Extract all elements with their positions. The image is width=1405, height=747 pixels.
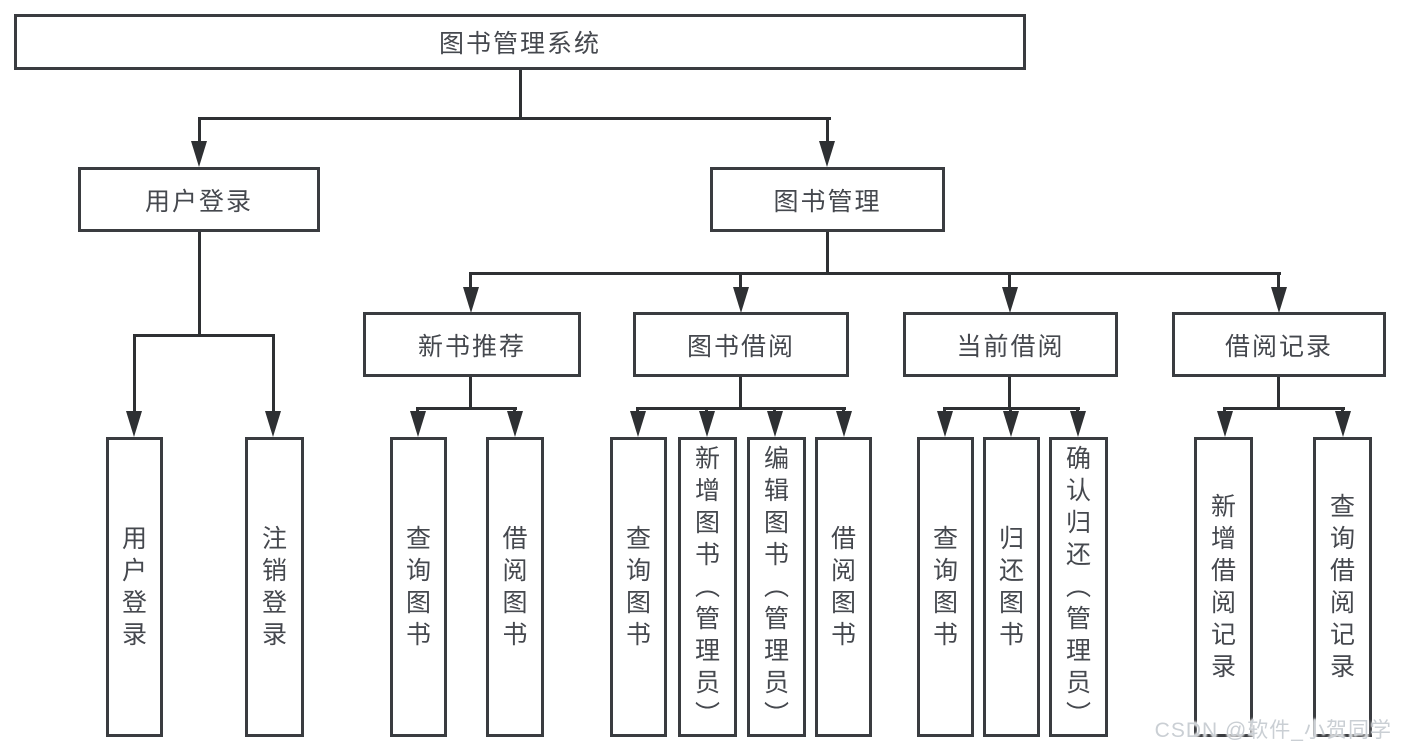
- leaf-br-add-record: 新 增 借 阅 记 录: [1194, 437, 1253, 737]
- leaf-bb-add-book-label: 新 增 图 书 ︵ 管 理 员 ︶: [694, 445, 720, 729]
- leaf-cb-return-book: 归 还 图 书: [983, 437, 1040, 737]
- arrow-to-borrow-record: [1271, 287, 1287, 313]
- arrow-to-br-add: [1217, 411, 1233, 437]
- node-root: 图书管理系统: [14, 14, 1026, 70]
- leaf-cb-confirm-return-label: 确 认 归 还 ︵ 管 理 员 ︶: [1065, 445, 1091, 729]
- connector-nbr-horizontal: [417, 407, 517, 410]
- leaf-nbr-query-book-label: 查 询 图 书: [405, 525, 431, 649]
- leaf-logout: 注 销 登 录: [245, 437, 304, 737]
- connector-user-login-stem: [198, 117, 201, 145]
- node-borrow-record: 借阅记录: [1172, 312, 1386, 377]
- leaf-bb-edit-book: 编 辑 图 书 ︵ 管 理 员 ︶: [747, 437, 806, 737]
- connector-book-mgmt-down: [826, 230, 829, 275]
- node-borrow-record-label: 借阅记录: [1224, 332, 1333, 361]
- connector-br-horizontal: [1223, 407, 1345, 410]
- connector-new-book-stem: [469, 272, 472, 290]
- connector-bb-down: [739, 375, 742, 410]
- csdn-watermark: CSDN @软件_小贺同学: [1154, 719, 1392, 742]
- arrow-to-bb-edit: [767, 411, 783, 437]
- arrow-to-book-borrow: [733, 287, 749, 313]
- arrow-to-br-query: [1335, 411, 1351, 437]
- arrow-to-bb-borrow: [836, 411, 852, 437]
- arrow-to-nbr-borrow: [507, 411, 523, 437]
- arrow-to-current-borrow: [1002, 287, 1018, 313]
- arrow-to-login: [126, 411, 142, 437]
- leaf-cb-return-book-label: 归 还 图 书: [998, 525, 1024, 649]
- arrow-to-cb-query: [937, 411, 953, 437]
- leaf-cb-query-book-label: 查 询 图 书: [932, 525, 958, 649]
- node-book-management-label: 图书管理: [773, 187, 882, 216]
- leaf-bb-add-book: 新 增 图 书 ︵ 管 理 员 ︶: [678, 437, 737, 737]
- arrow-to-cb-confirm: [1070, 411, 1086, 437]
- connector-login-stem: [133, 334, 136, 414]
- leaf-bb-borrow-book-label: 借 阅 图 书: [830, 525, 856, 649]
- leaf-br-add-record-label: 新 增 借 阅 记 录: [1210, 493, 1236, 681]
- leaf-logout-label: 注 销 登 录: [261, 525, 287, 649]
- connector-book-borrow-stem: [739, 272, 742, 290]
- connector-bb-horizontal: [636, 407, 846, 410]
- node-new-book-recommend: 新书推荐: [363, 312, 581, 377]
- leaf-bb-borrow-book: 借 阅 图 书: [815, 437, 872, 737]
- connector-root-stem: [519, 68, 522, 120]
- arrow-to-cb-return: [1003, 411, 1019, 437]
- leaf-nbr-borrow-book-label: 借 阅 图 书: [502, 525, 528, 649]
- leaf-bb-edit-book-label: 编 辑 图 书 ︵ 管 理 员 ︶: [763, 445, 789, 729]
- node-root-label: 图书管理系统: [438, 30, 601, 58]
- node-current-borrow-label: 当前借阅: [956, 332, 1065, 361]
- connector-nbr-down: [469, 375, 472, 410]
- leaf-login: 用 户 登 录: [106, 437, 163, 737]
- arrow-to-bb-query: [630, 411, 646, 437]
- leaf-nbr-query-book: 查 询 图 书: [390, 437, 447, 737]
- leaf-login-label: 用 户 登 录: [121, 525, 147, 649]
- arrow-to-book-management: [819, 141, 835, 167]
- leaf-bb-query-book-label: 查 询 图 书: [625, 525, 651, 649]
- arrow-to-user-login: [191, 141, 207, 167]
- leaf-br-query-record-label: 查 询 借 阅 记 录: [1329, 493, 1355, 681]
- connector-level3-horizontal: [469, 272, 1281, 275]
- connector-book-mgmt-stem: [826, 117, 829, 145]
- node-user-login-label: 用户登录: [144, 187, 253, 216]
- leaf-cb-confirm-return: 确 认 归 还 ︵ 管 理 员 ︶: [1049, 437, 1108, 737]
- arrow-to-bb-add: [699, 411, 715, 437]
- node-new-book-recommend-label: 新书推荐: [417, 332, 526, 361]
- arrow-to-new-book-recommend: [463, 287, 479, 313]
- connector-br-down: [1277, 375, 1280, 410]
- leaf-bb-query-book: 查 询 图 书: [610, 437, 667, 737]
- leaf-nbr-borrow-book: 借 阅 图 书: [486, 437, 544, 737]
- node-current-borrow: 当前借阅: [903, 312, 1118, 377]
- connector-logout-stem: [272, 334, 275, 414]
- leaf-cb-query-book: 查 询 图 书: [917, 437, 974, 737]
- node-user-login: 用户登录: [78, 167, 320, 232]
- connector-user-login-down: [198, 230, 201, 337]
- node-book-borrow: 图书借阅: [633, 312, 849, 377]
- leaf-br-query-record: 查 询 借 阅 记 录: [1313, 437, 1372, 737]
- arrow-to-nbr-query: [410, 411, 426, 437]
- connector-user-login-horizontal: [133, 334, 275, 337]
- node-book-management: 图书管理: [710, 167, 945, 232]
- node-book-borrow-label: 图书借阅: [686, 332, 795, 361]
- connector-borrow-record-stem: [1277, 272, 1280, 290]
- connector-current-borrow-stem: [1008, 272, 1011, 290]
- connector-cb-down: [1008, 375, 1011, 410]
- connector-level1-horizontal: [198, 117, 831, 120]
- arrow-to-logout: [265, 411, 281, 437]
